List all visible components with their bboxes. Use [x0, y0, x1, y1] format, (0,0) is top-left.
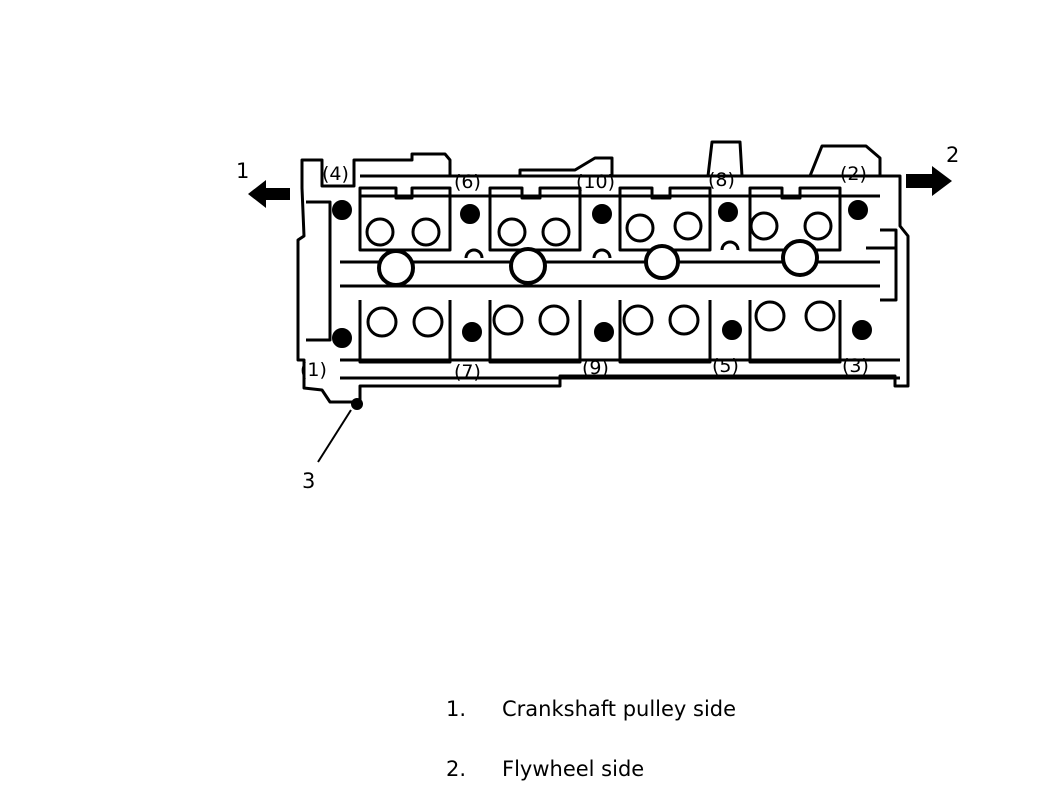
legend-text: Crankshaft pulley side: [502, 697, 737, 721]
bolt-label-8: (8): [708, 169, 735, 191]
bolt-label-6: (6): [454, 171, 481, 193]
bolt-heads: [332, 200, 872, 348]
bolt-label-10: (10): [576, 171, 615, 193]
arrow-left-icon: [248, 180, 290, 208]
bolt-10: [592, 204, 612, 224]
bolt-sequence-labels: (4) (6) (10) (8) (2) (1) (7) (9) (5) (3): [300, 163, 869, 383]
legend-number: 1.: [446, 697, 467, 721]
bolt-4: [332, 200, 352, 220]
bolt-3: [852, 320, 872, 340]
bolt-1: [332, 328, 352, 348]
legend-number: 2.: [446, 757, 467, 781]
bolt-label-1: (1): [300, 359, 327, 381]
bolt-label-5: (5): [712, 355, 739, 377]
bolt-label-4: (4): [322, 163, 349, 185]
bolt-label-9: (9): [582, 357, 609, 379]
bolt-2: [848, 200, 868, 220]
dowel-pin: [351, 398, 363, 410]
bolt-label-2: (2): [840, 163, 867, 185]
bolt-8: [718, 202, 738, 222]
legend-item: 1. Crankshaft pulley side: [446, 697, 736, 721]
leader-3: [317, 409, 352, 463]
callout-2: 2: [946, 143, 959, 167]
legend-item: 2. Flywheel side: [446, 757, 644, 781]
valve-recesses: [365, 211, 836, 338]
arrow-right-icon: [906, 166, 952, 196]
cylinder-head-body: [296, 140, 910, 404]
plug-tubes: [377, 239, 819, 287]
bolt-9: [594, 322, 614, 342]
legend-text: Flywheel side: [502, 757, 645, 781]
bolt-5: [722, 320, 742, 340]
bolt-label-3: (3): [842, 355, 869, 377]
bolt-7: [462, 322, 482, 342]
bolt-label-7: (7): [454, 361, 481, 383]
bolt-6: [460, 204, 480, 224]
callout-1: 1: [236, 159, 249, 183]
callout-3: 3: [302, 469, 315, 493]
